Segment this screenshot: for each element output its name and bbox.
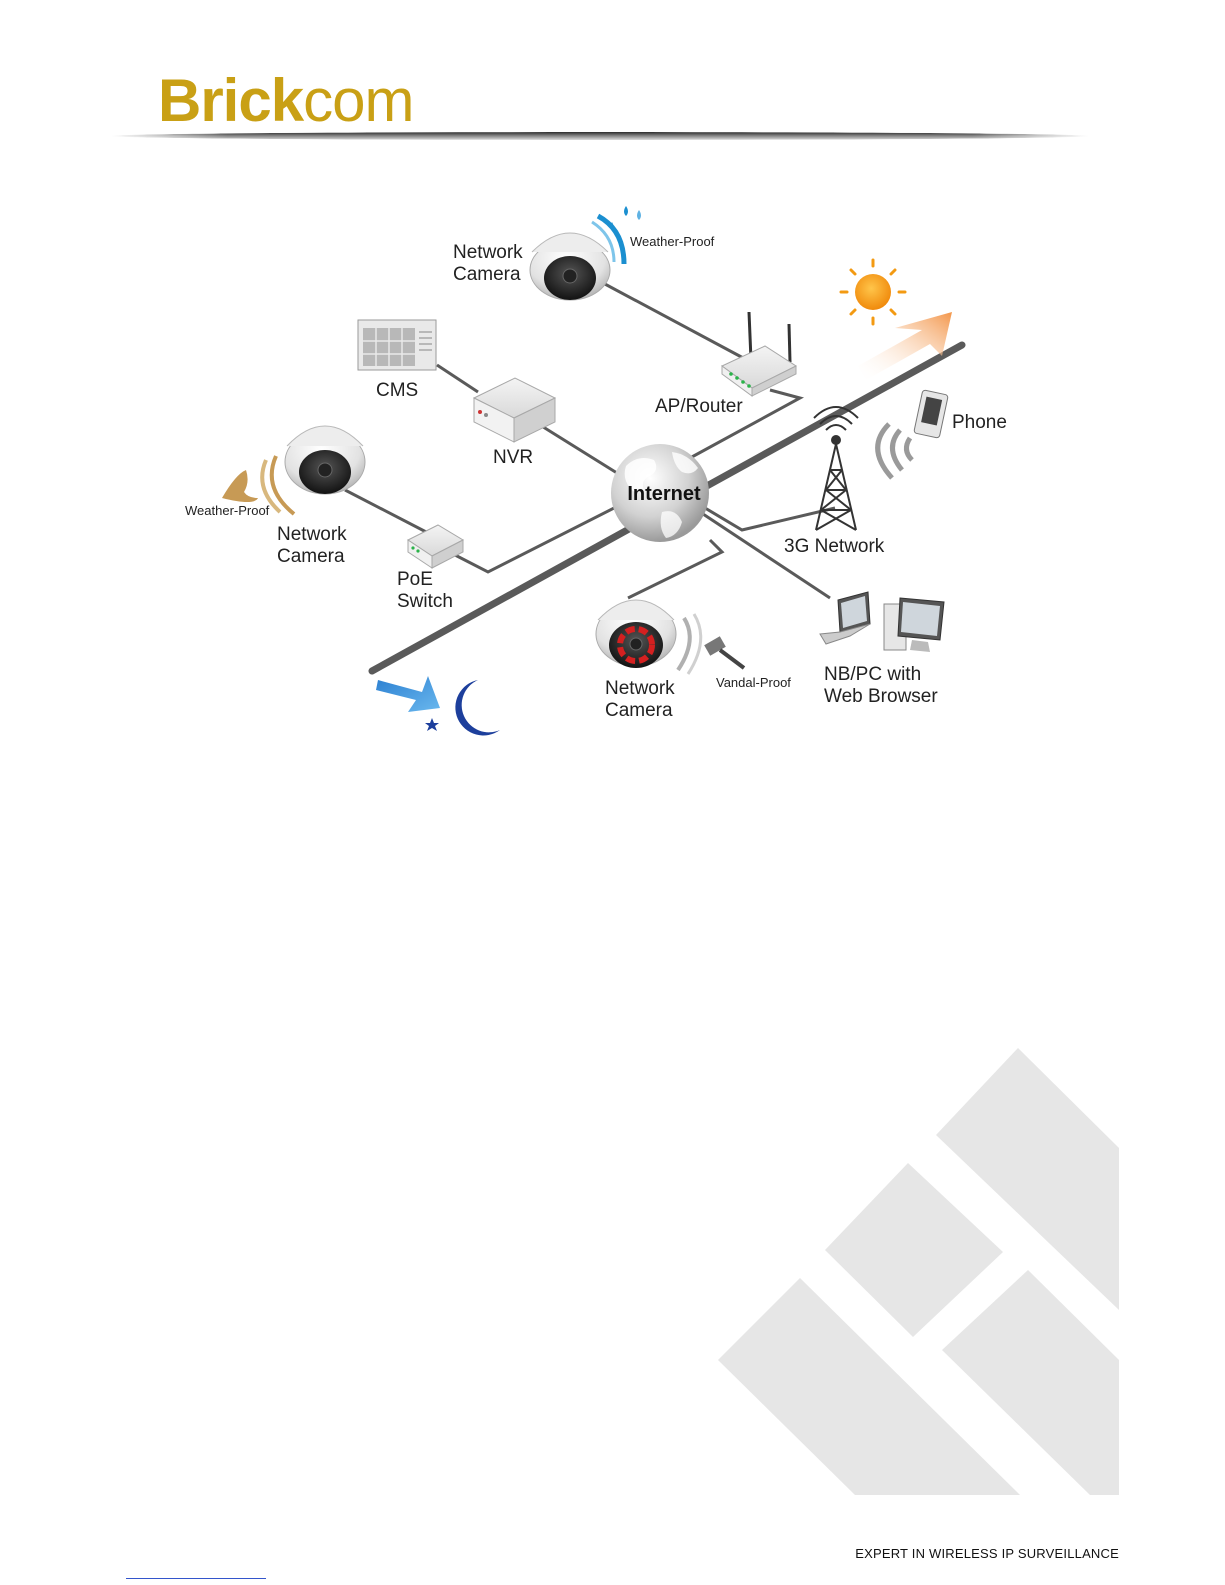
- nvr-device-icon: [474, 378, 555, 442]
- weather-proof-left-label: Weather-Proof: [185, 503, 270, 518]
- internet-globe: Internet: [611, 444, 709, 542]
- camera-left-label-2: Camera: [277, 546, 345, 567]
- poe-label-2: Switch: [397, 591, 453, 612]
- camera-bottom-label-1: Network: [605, 678, 675, 699]
- network-camera-left: [285, 426, 365, 494]
- nbpc-label-1: NB/PC with: [824, 664, 921, 685]
- ap-router-label: AP/Router: [655, 396, 743, 417]
- nbpc-label-2: Web Browser: [824, 686, 938, 707]
- camera-top-label-1: Network: [453, 242, 523, 263]
- night-arrow: [376, 676, 440, 712]
- network-camera-bottom: [596, 600, 676, 668]
- phone-label: Phone: [952, 412, 1007, 433]
- internet-label: Internet: [627, 483, 701, 505]
- vandal-proof-label: Vandal-Proof: [716, 675, 791, 690]
- poe-label-1: PoE: [397, 569, 433, 590]
- poe-switch-icon: [408, 525, 463, 568]
- phone-icon: [878, 390, 949, 478]
- nvr-label: NVR: [493, 447, 533, 468]
- weather-proof-top-label: Weather-Proof: [630, 234, 715, 249]
- sun-icon: [841, 260, 905, 324]
- desktop-pc-icon: [884, 598, 944, 652]
- network-3g-label: 3G Network: [784, 536, 885, 557]
- cms-label: CMS: [376, 380, 418, 401]
- camera-bottom-label-2: Camera: [605, 700, 673, 721]
- footer-link-underline[interactable]: [126, 1578, 266, 1579]
- cms-monitor-icon: [358, 320, 436, 370]
- camera-top-label-2: Camera: [453, 264, 521, 285]
- camera-left-label-1: Network: [277, 524, 347, 545]
- network-camera-top: [530, 233, 610, 300]
- vandal-proof-icon: [678, 614, 744, 674]
- footer-tagline: EXPERT IN WIRELESS IP SURVEILLANCE: [855, 1546, 1119, 1561]
- laptop-icon: [820, 592, 870, 644]
